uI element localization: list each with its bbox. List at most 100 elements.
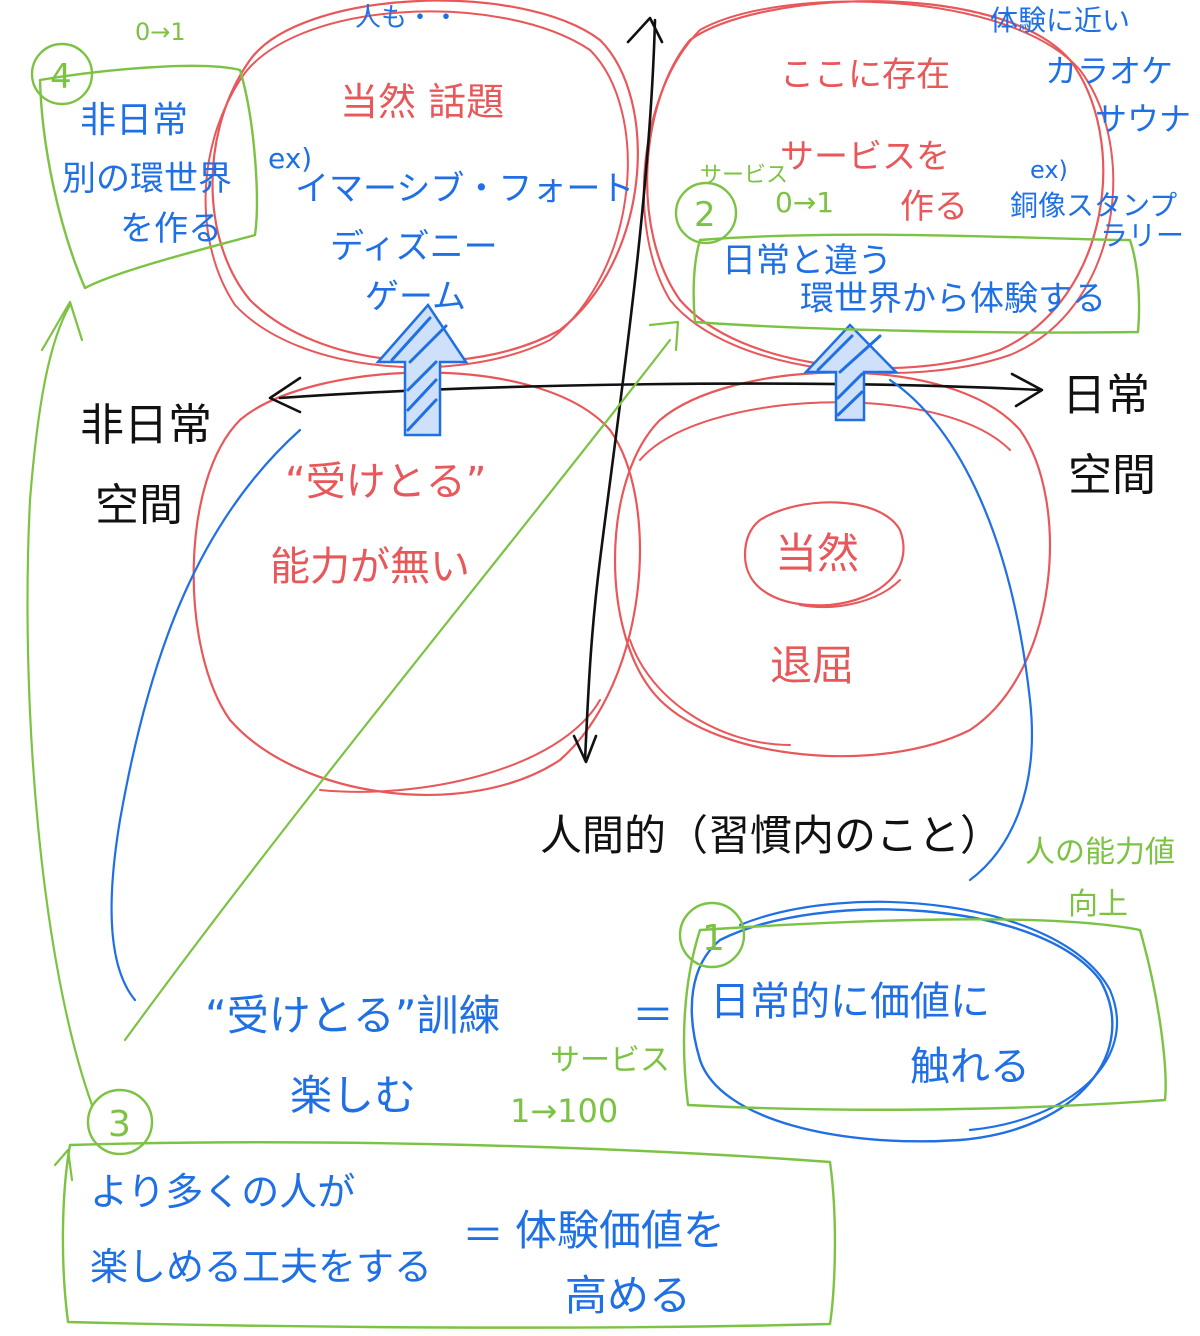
circle-bottom-left — [192, 371, 642, 796]
axes — [268, 16, 1044, 764]
box2-number: 2 — [694, 195, 716, 235]
top-right-quadrant-text: ここに存在 サービスを 作る サービス 0→1 ex) 銅像スタンプ ラリー 体… — [700, 4, 1191, 252]
right-axis-label-2: 空間 — [1068, 450, 1156, 501]
box3-number-circle — [86, 1088, 154, 1156]
top-left-example-2: ディズニー — [330, 227, 498, 267]
box3-equals: ＝ — [462, 1211, 504, 1260]
top-left-example-3: ゲーム — [365, 277, 466, 317]
top-right-line-3: 作る — [900, 187, 968, 227]
box3-result-2: 高める — [565, 1271, 691, 1320]
box2-frame — [692, 233, 1141, 334]
blue-curve-left — [110, 428, 302, 1002]
top-right-example-2: ラリー — [1100, 219, 1184, 252]
box4-line-3: を作る — [120, 209, 222, 249]
box3-result-1: 体験価値を — [515, 1206, 725, 1255]
blue-oval-box1 — [690, 908, 1114, 1143]
box1-line-1: 日常的に価値に — [710, 979, 990, 1025]
box1-number-circle — [678, 901, 746, 969]
vertical-axis — [583, 18, 657, 762]
top-left-line-1: 当然 話題 — [340, 80, 504, 124]
circle-around-tozen-tail — [799, 579, 901, 608]
blue-curve-right — [888, 378, 1034, 882]
box3-frame — [61, 1141, 837, 1329]
circle-around-tozen — [743, 501, 905, 607]
box4-line-2: 別の環世界 — [62, 159, 232, 199]
green-arrow-to-box2 — [123, 338, 672, 1042]
box2-text: 2 日常と違う 環世界から体験する — [694, 195, 1106, 319]
box1-number: 1 — [702, 918, 725, 959]
up-arrow-right-hatch — [816, 334, 882, 417]
top-left-quadrant-text: 人も・・ 当然 話題 ex) イマーシブ・フォート ディズニー ゲーム — [268, 3, 634, 317]
top-right-line-2: サービスを — [780, 137, 950, 177]
box3-number: 3 — [108, 1104, 131, 1145]
box2-line-2: 環世界から体験する — [800, 279, 1106, 319]
box4-top-note: 0→1 — [135, 18, 186, 46]
bottom-right-quadrant-text: 当然 退屈 — [770, 529, 859, 690]
red-circles — [192, 0, 1115, 796]
box4-number: 4 — [50, 57, 72, 97]
green-box3-left-tick — [53, 1148, 74, 1182]
box3-line-2: 楽しめる工夫をする — [90, 1245, 432, 1289]
enjoy-text: 楽しむ — [290, 1071, 416, 1120]
box4-frame — [38, 64, 259, 290]
right-axis-label-1: 日常 — [1062, 370, 1150, 421]
training-equals: ＝ — [632, 991, 674, 1040]
box1-frame — [682, 918, 1167, 1111]
bottom-right-below: 退屈 — [770, 641, 854, 690]
bottom-left-quadrant-text: “受けとる” 能力が無い — [270, 459, 486, 590]
left-arrowhead — [268, 376, 302, 414]
left-axis-label-1: 非日常 — [80, 400, 212, 451]
bottom-arrowhead — [572, 734, 598, 764]
top-right-line-1: ここに存在 — [780, 55, 950, 95]
middle-text: “受けとる”訓練 ＝ 楽しむ サービス 1→100 — [205, 991, 674, 1130]
circle-bottom-right-3 — [629, 639, 791, 746]
box2-number-circle — [674, 181, 738, 245]
circle-top-right-2 — [642, 0, 1115, 374]
right-arrowhead — [1010, 372, 1044, 408]
middle-service-note: サービス — [550, 1043, 670, 1078]
blue-oval-box1-2 — [738, 900, 1119, 1132]
box3-text: 3 より多くの人が 楽しめる工夫をする ＝ 体験価値を 高める — [90, 1104, 725, 1320]
box1-text: 1 日常的に価値に 触れる 人の能力値 向上 — [702, 835, 1175, 1090]
blue-up-arrows — [375, 302, 899, 437]
green-arrowhead-box2 — [648, 320, 680, 352]
up-arrow-left-hatch — [390, 316, 448, 432]
middle-service-range: 1→100 — [510, 1092, 618, 1130]
circle-top-right — [646, 0, 1105, 370]
box1-line-2: 触れる — [910, 1044, 1030, 1090]
green-arrowhead-box4 — [40, 300, 84, 352]
top-right-corner-1: 体験に近い — [990, 4, 1130, 37]
bottom-left-line-1: “受けとる” — [285, 459, 486, 505]
box1-side-note-2: 向上 — [1068, 887, 1128, 922]
top-right-ex-label: ex) — [1030, 156, 1068, 184]
box3-line-1: より多くの人が — [90, 1170, 355, 1214]
left-axis-label-2: 空間 — [95, 480, 183, 531]
bottom-right-circled: 当然 — [775, 529, 859, 578]
top-right-service-note: サービス — [700, 163, 788, 188]
top-arrowhead — [626, 16, 664, 44]
top-right-corner-2: カラオケ — [1045, 52, 1173, 90]
box1-side-note-1: 人の能力値 — [1025, 835, 1175, 870]
top-right-corner-3: サウナ — [1095, 100, 1191, 138]
horizontal-axis — [278, 382, 1042, 400]
box4-text: 4 0→1 非日常 別の環世界 を作る — [50, 18, 232, 249]
circle-bottom-right-2 — [639, 401, 1011, 461]
top-left-partial: 人も・・ — [355, 3, 459, 33]
box2-line-1: 日常と違う — [722, 241, 892, 281]
box4-line-1: 非日常 — [80, 100, 188, 141]
green-line-box3-to-box4 — [26, 303, 94, 1107]
circle-top-left-2 — [204, 10, 629, 369]
training-line: “受けとる”訓練 — [205, 991, 501, 1040]
bottom-axis-label: 人間的（習慣内のこと） — [540, 811, 1002, 860]
circle-bottom-left-2 — [319, 699, 601, 793]
bottom-left-line-2: 能力が無い — [270, 544, 470, 590]
up-arrow-right — [803, 323, 899, 422]
top-right-service-range: 0→1 — [775, 186, 834, 219]
circle-bottom-right — [614, 371, 1052, 758]
up-arrow-left — [375, 302, 469, 437]
blue-curves — [110, 378, 1119, 1143]
green-structures — [26, 42, 1167, 1329]
top-left-example-1: イマーシブ・フォート — [295, 169, 634, 209]
axis-labels: 非日常 空間 日常 空間 人間的（習慣内のこと） — [80, 370, 1156, 860]
